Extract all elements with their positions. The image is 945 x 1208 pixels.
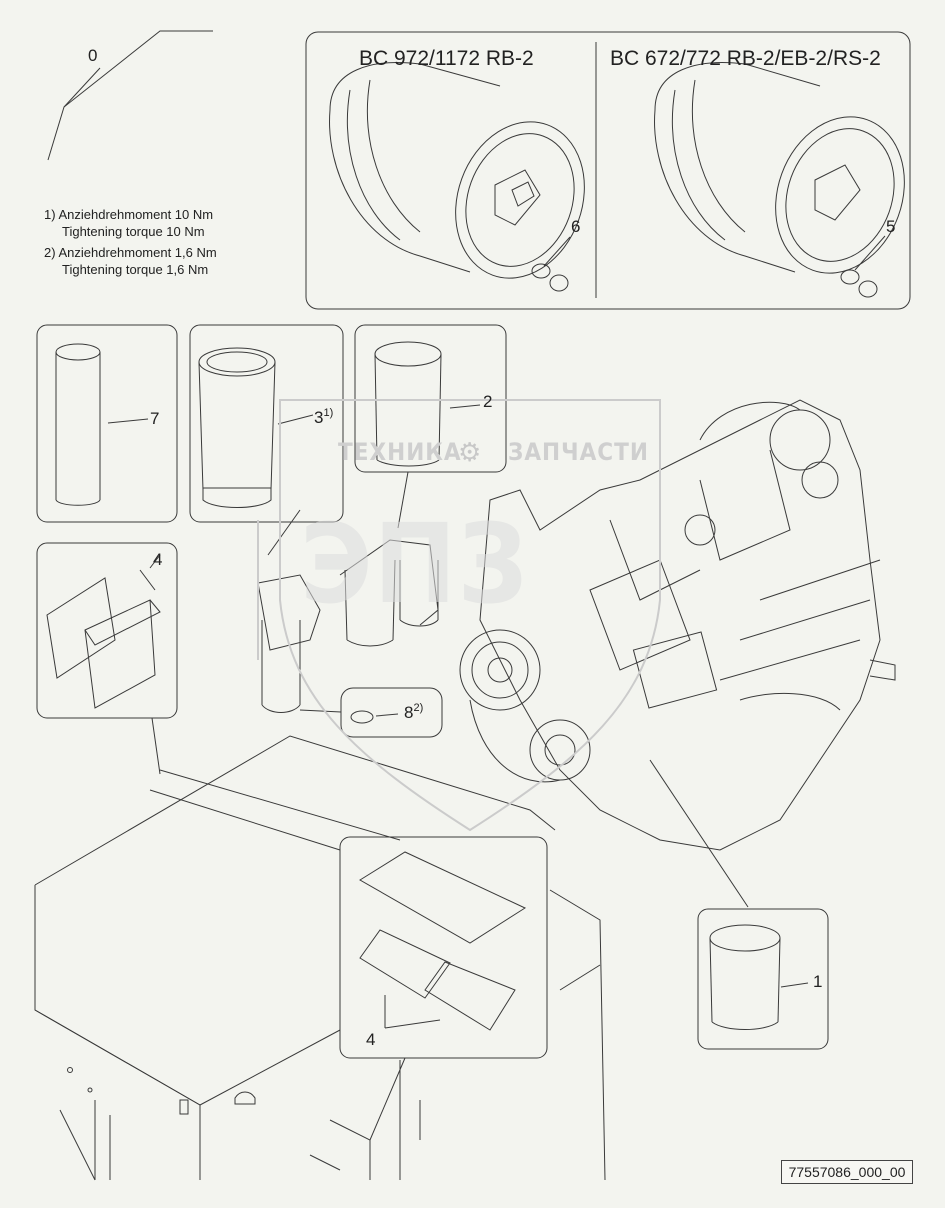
item-0-leader — [47, 30, 213, 161]
filter-housing — [257, 471, 439, 713]
callout-0: 0 — [88, 46, 98, 65]
item-7-panel — [36, 324, 178, 523]
note-2-line-de: Anziehdrehmoment 1,6 Nm — [58, 245, 217, 260]
header-model-a: BC 972/1172 RB-2 — [359, 47, 534, 70]
callout-3: 31) — [314, 407, 334, 428]
note-2-number: 2) — [44, 245, 56, 260]
callout-3-number: 3 — [314, 408, 324, 427]
watermark-logo — [257, 399, 661, 832]
note-1-line-en: Tightening torque 10 Nm — [62, 224, 205, 239]
watermark-text-right: ЗАПЧАСТИ — [508, 438, 649, 466]
item-3-panel — [189, 324, 344, 523]
item-1-panel — [649, 759, 829, 1050]
machine-housing — [34, 735, 606, 1181]
watermark-text-left: ТЕХНИКА — [338, 438, 462, 466]
header-model-b: BC 672/772 RB-2/EB-2/RS-2 — [610, 47, 881, 70]
callout-8-number: 8 — [404, 703, 414, 722]
callout-2: 2 — [483, 392, 493, 411]
engine-block — [459, 399, 896, 851]
callout-7: 7 — [150, 409, 160, 428]
callout-4-lower: 4 — [366, 1030, 376, 1049]
callout-5: 5 — [886, 217, 896, 236]
note-1: 1) Anziehdrehmoment 10 Nm Tightening tor… — [44, 206, 213, 240]
item-8-panel — [299, 687, 443, 738]
gear-icon: ⚙ — [458, 437, 482, 467]
bearing-cover-panel — [305, 31, 911, 310]
item-2-panel — [354, 324, 507, 473]
note-2-line-en: Tightening torque 1,6 Nm — [62, 262, 209, 277]
callout-1: 1 — [813, 972, 823, 991]
item-4-lower-panel — [339, 836, 548, 1141]
note-1-number: 1) — [44, 207, 56, 222]
note-2: 2) Anziehdrehmoment 1,6 Nm Tightening to… — [44, 244, 217, 278]
callout-8-note-ref: 2) — [413, 702, 424, 714]
callout-3-note-ref: 1) — [323, 407, 334, 419]
callout-4-upper: 4 — [153, 550, 163, 569]
watermark-logo-letters: ЭПЗ — [300, 500, 529, 628]
item-4-upper-panel — [36, 542, 178, 775]
callout-6: 6 — [571, 217, 581, 236]
callout-8: 82) — [404, 702, 424, 723]
drawing-number: 77557086_000_00 — [781, 1160, 913, 1184]
note-1-line-de: Anziehdrehmoment 10 Nm — [58, 207, 214, 222]
